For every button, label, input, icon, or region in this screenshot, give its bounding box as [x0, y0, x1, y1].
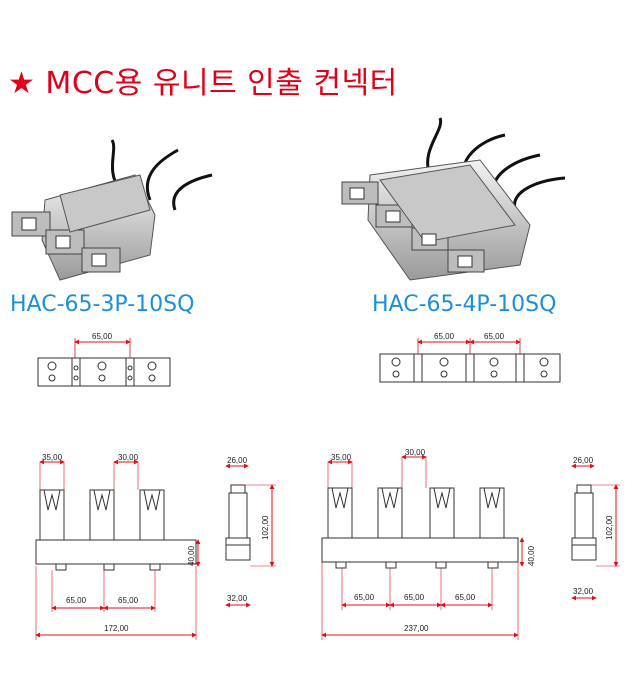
dim-top-pitch-3p: 65,00: [92, 332, 113, 341]
front-view-3p: 35,00 30,00 40,00 65,00 65,00 172,00: [35, 453, 201, 640]
model-name-4p: HAC-65-4P-10SQ: [372, 292, 557, 317]
side-view-4p: 26,00 102,00 32,00: [571, 456, 620, 601]
dim-base-w-4p: 32,00: [573, 587, 594, 596]
dim-body-h-3p: 40,00: [187, 545, 196, 566]
dim-p2-4p: 65,00: [404, 593, 425, 602]
dim-w1-3p: 35,00: [42, 453, 63, 462]
dim-total-4p: 237,00: [404, 624, 429, 633]
side-view-3p: 26,00 102,00 32,00: [225, 456, 276, 608]
dim-top-pitch-4p-2: 65,00: [484, 332, 505, 341]
dim-side-w-4p: 26,00: [573, 456, 594, 465]
page-title: ★ MCC용 유니트 인출 컨넥터: [8, 66, 398, 101]
dim-p1-4p: 65,00: [354, 593, 375, 602]
dim-w2-3p: 30,00: [118, 453, 139, 462]
dim-top-pitch-4p-1: 65,00: [434, 332, 455, 341]
dim-side-w-3p: 26,00: [227, 456, 248, 465]
dim-p1-3p: 65,00: [66, 596, 87, 605]
dim-w2-4p: 30,00: [405, 448, 426, 457]
top-view-4p: 65,00 65,00: [379, 332, 561, 383]
product-image-3p: [11, 139, 213, 281]
dim-body-h-4p: 40,00: [527, 545, 536, 566]
dim-base-w-3p: 32,00: [227, 594, 248, 603]
dim-height-3p: 102,00: [261, 515, 270, 540]
dim-p3-4p: 65,00: [455, 593, 476, 602]
dim-height-4p: 102,00: [605, 515, 614, 540]
top-view-3p: 65,00: [37, 332, 171, 387]
dim-p2-3p: 65,00: [118, 596, 139, 605]
model-name-3p: HAC-65-3P-10SQ: [10, 292, 195, 317]
product-image-4p: [341, 117, 566, 281]
dim-w1-4p: 35,00: [331, 453, 352, 462]
front-view-4p: 35,00 30,00 40,00 65,00 65,00 65,00: [321, 448, 536, 640]
dim-total-3p: 172,00: [104, 624, 129, 633]
